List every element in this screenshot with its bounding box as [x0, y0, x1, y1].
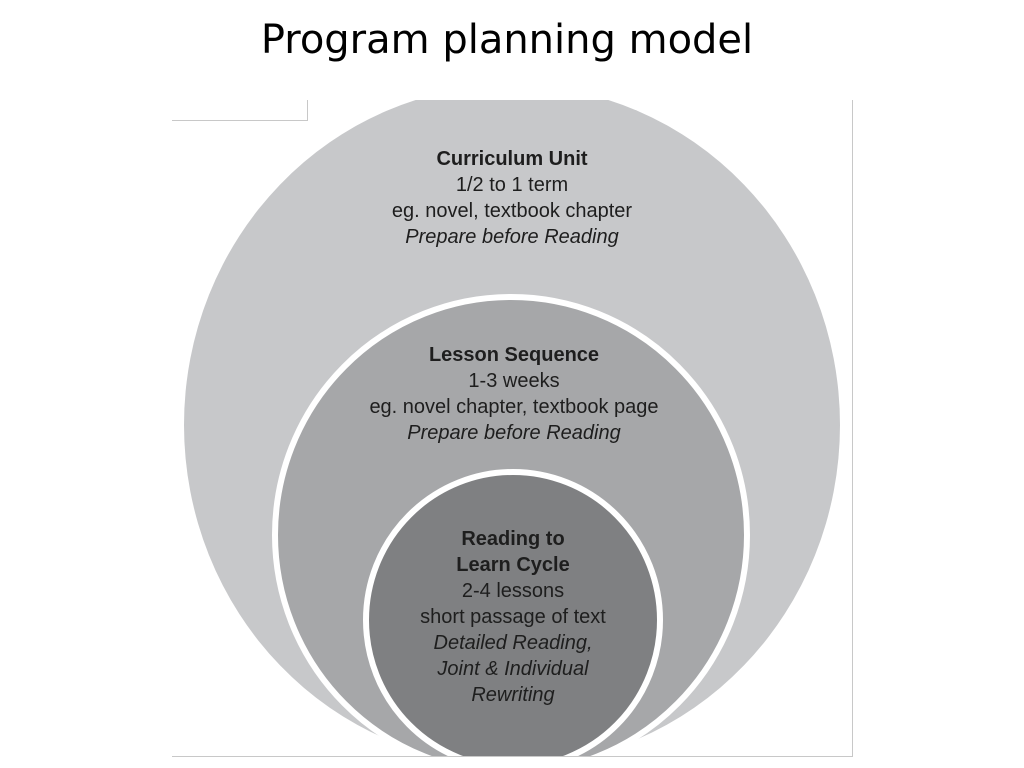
inner-circle-label: Reading to Learn Cycle 2-4 lessons short…	[383, 526, 643, 708]
outer-example: eg. novel, textbook chapter	[391, 200, 633, 222]
frame-right-line	[852, 100, 853, 756]
frame-top-left-line	[172, 120, 308, 121]
page-title: Program planning model	[260, 17, 754, 63]
inner-heading-line2: Learn Cycle	[456, 554, 570, 576]
outer-duration: 1/2 to 1 term	[455, 174, 569, 196]
inner-activity-line1: Detailed Reading,	[433, 632, 593, 654]
inner-duration: 2-4 lessons	[461, 580, 565, 602]
frame-bottom-line	[172, 756, 853, 757]
inner-circle	[363, 469, 663, 756]
outer-circle-label: Curriculum Unit 1/2 to 1 term eg. novel,…	[312, 146, 712, 250]
outer-heading: Curriculum Unit	[436, 148, 588, 170]
inner-example: short passage of text	[420, 606, 606, 628]
middle-example: eg. novel chapter, textbook page	[369, 396, 659, 418]
inner-activity-line3: Rewriting	[471, 684, 555, 706]
middle-activity: Prepare before Reading	[407, 422, 621, 444]
inner-activity-line2: Joint & Individual	[437, 658, 589, 680]
inner-heading-line1: Reading to	[461, 528, 565, 550]
outer-activity: Prepare before Reading	[405, 226, 619, 248]
middle-circle-label: Lesson Sequence 1-3 weeks eg. novel chap…	[304, 342, 724, 446]
frame-corner-line	[307, 100, 308, 121]
middle-duration: 1-3 weeks	[468, 370, 560, 392]
middle-heading: Lesson Sequence	[428, 344, 600, 366]
